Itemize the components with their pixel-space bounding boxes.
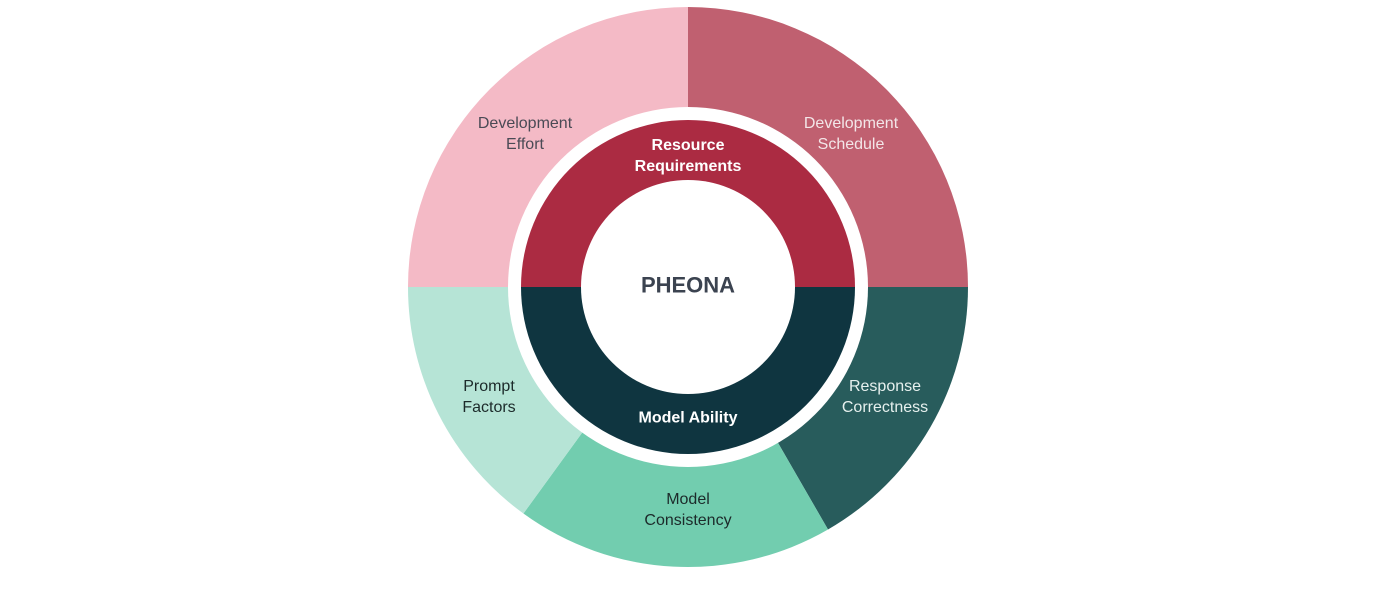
response-correctness-label: Response Correctness [842,376,928,418]
development-effort-label: Development Effort [478,113,572,155]
development-effort-label-line2: Effort [506,136,544,153]
model-ability-label-line1: Model Ability [638,409,738,427]
model-ability-label: Model Ability [639,408,738,429]
resource-requirements-label: Resource Requirements [635,135,742,177]
response-correctness-label-line2: Correctness [841,399,929,416]
development-schedule-label: Development Schedule [804,113,898,155]
development-schedule-label-line2: Schedule [817,136,885,153]
prompt-factors-label: Prompt Factors [462,376,515,418]
resource-requirements-label-line1: Resource [651,137,725,154]
model-consistency-label: Model Consistency [644,489,731,531]
prompt-factors-label-line1: Prompt [463,378,515,395]
model-consistency-label-line1: Model [666,491,710,508]
prompt-factors-label-line2: Factors [462,399,516,416]
development-schedule-label-line1: Development [803,115,899,132]
response-correctness-label-line1: Response [848,378,922,395]
development-effort-label-line1: Development [477,115,573,132]
model-consistency-label-line2: Consistency [644,512,732,529]
resource-requirements-label-line2: Requirements [634,158,742,175]
center-title: PHEONA [640,272,736,298]
center-circle [581,180,795,394]
